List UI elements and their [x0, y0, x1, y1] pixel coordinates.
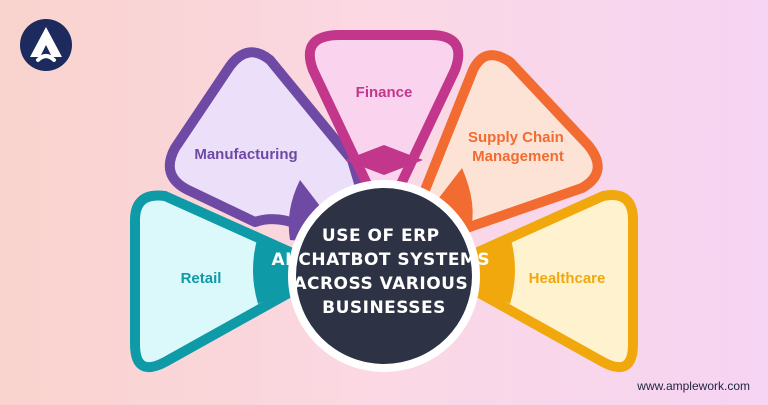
- center-line-2: AI CHATBOT SYSTEMS: [271, 250, 490, 270]
- center-line-4: BUSINESSES: [322, 298, 446, 318]
- segment-label-healthcare: Healthcare: [529, 270, 606, 287]
- connector-finance: [345, 145, 423, 175]
- amplework-logo-icon: [20, 19, 72, 71]
- website-url[interactable]: www.amplework.com: [637, 379, 750, 393]
- petal-finance: [304, 30, 464, 225]
- center-hub: USE OF ERP AI CHATBOT SYSTEMS ACROSS VAR…: [271, 180, 496, 372]
- petal-healthcare: [433, 190, 638, 372]
- center-line-3: ACROSS VARIOUS: [293, 274, 468, 294]
- center-title: USE OF ERP AI CHATBOT SYSTEMS ACROSS VAR…: [271, 226, 496, 318]
- petal-retail: [130, 190, 335, 372]
- segment-label-supply-chain: Supply Chain Management: [468, 129, 568, 165]
- supply-chain-line-2: Management: [472, 148, 564, 165]
- segment-finance: [304, 30, 464, 225]
- segment-label-manufacturing: Manufacturing: [194, 146, 297, 163]
- supply-chain-line-1: Supply Chain: [468, 129, 564, 146]
- center-line-1: USE OF ERP: [322, 226, 440, 246]
- segment-label-retail: Retail: [181, 270, 222, 287]
- segment-label-finance: Finance: [356, 84, 413, 101]
